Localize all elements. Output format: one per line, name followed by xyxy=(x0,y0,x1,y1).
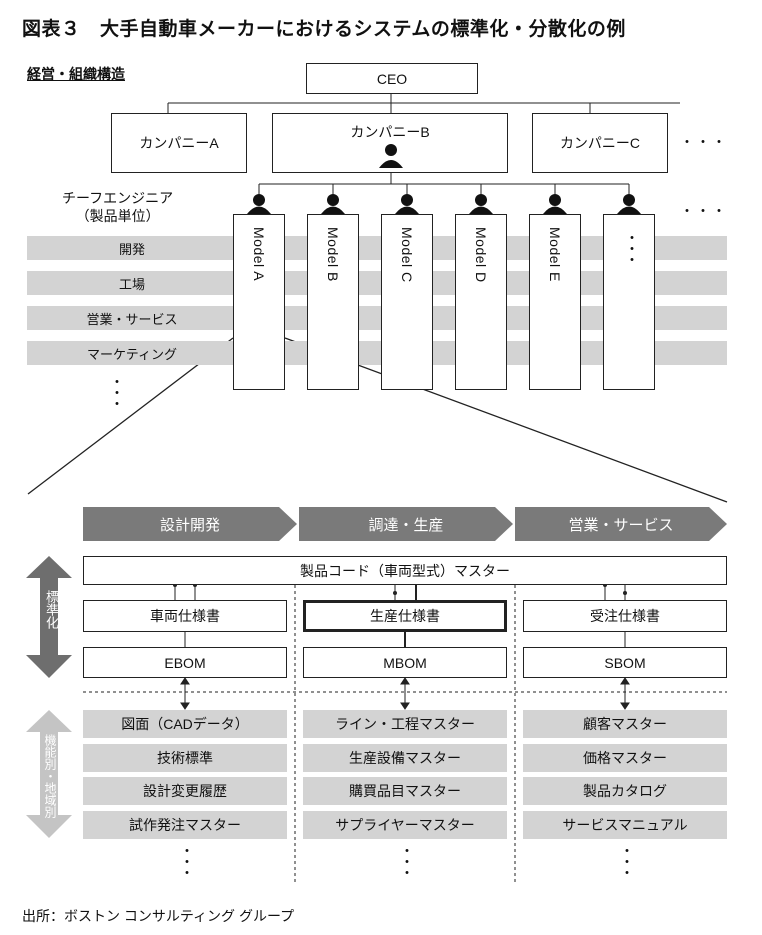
phase-sales: 営業・サービス xyxy=(515,507,727,541)
model-d-column: Model D xyxy=(455,214,507,390)
master-item: 購買品目マスター xyxy=(303,777,507,805)
master-item: 技術標準 xyxy=(83,744,287,772)
masters-ellipsis-1: ・・・ xyxy=(180,843,194,881)
order-spec-box: 受注仕様書 xyxy=(523,600,727,632)
distributed-label: 機能別・地域別 xyxy=(43,734,57,818)
function-label-factory: 工場 xyxy=(118,276,145,292)
phase-procurement: 調達・生産 xyxy=(299,507,513,541)
sbom-box: SBOM xyxy=(523,647,727,678)
master-item: サービスマニュアル xyxy=(523,811,727,839)
master-item: 製品カタログ xyxy=(523,777,727,805)
phase-design: 設計開発 xyxy=(83,507,297,541)
company-c-box: カンパニーC xyxy=(532,113,668,173)
master-item: 顧客マスター xyxy=(523,710,727,738)
production-spec-box: 生産仕様書 xyxy=(303,600,507,632)
master-item: 生産設備マスター xyxy=(303,744,507,772)
product-code-master: 製品コード（車両型式）マスター xyxy=(83,556,727,585)
chief-engineer-label: チーフエンジニア （製品単位） xyxy=(62,190,174,224)
model-c-column: Model C xyxy=(381,214,433,390)
distributed-arrow xyxy=(26,710,72,838)
standardization-arrow xyxy=(26,556,72,678)
models-ellipsis-top: ・・・ xyxy=(680,203,728,219)
function-label-marketing: マーケティング xyxy=(87,346,177,362)
figure-title: 図表３ 大手自動車メーカーにおけるシステムの標準化・分散化の例 xyxy=(22,19,626,40)
functions-ellipsis: ・・・ xyxy=(110,374,124,412)
standardization-label: 標準化 xyxy=(44,590,59,629)
ceo-box: CEO xyxy=(306,63,478,94)
org-structure-label: 経営・組織構造 xyxy=(27,66,125,82)
master-item: 試作発注マスター xyxy=(83,811,287,839)
masters-ellipsis-3: ・・・ xyxy=(620,843,634,881)
mbom-box: MBOM xyxy=(303,647,507,678)
model-e-column: Model E xyxy=(529,214,581,390)
model-a-column: Model A xyxy=(233,214,285,390)
ebom-box: EBOM xyxy=(83,647,287,678)
vehicle-spec-box: 車両仕様書 xyxy=(83,600,287,632)
master-item: サプライヤーマスター xyxy=(303,811,507,839)
companies-ellipsis: ・・・ xyxy=(680,134,728,150)
function-label-sales: 営業・サービス xyxy=(86,311,178,327)
company-b-box: カンパニーB xyxy=(272,113,508,173)
model-b-column: Model B xyxy=(307,214,359,390)
model-more-ellipsis: ・・・ xyxy=(625,230,639,268)
model-more-column: ・・・ xyxy=(603,214,655,390)
masters-ellipsis-2: ・・・ xyxy=(400,843,414,881)
company-a-box: カンパニーA xyxy=(111,113,247,173)
source-note: 出所：ボストン コンサルティング グループ xyxy=(22,908,295,924)
master-item: 価格マスター xyxy=(523,744,727,772)
function-label-development: 開発 xyxy=(118,241,145,257)
master-item: 図面（CADデータ） xyxy=(83,710,287,738)
master-item: ライン・工程マスター xyxy=(303,710,507,738)
master-item: 設計変更履歴 xyxy=(83,777,287,805)
